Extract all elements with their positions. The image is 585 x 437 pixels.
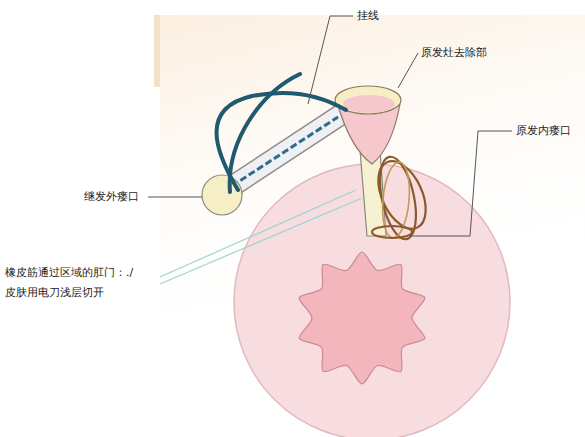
leader-lines bbox=[148, 16, 512, 236]
lumen bbox=[299, 252, 425, 384]
fistula-tract bbox=[222, 112, 345, 193]
lumen-outline bbox=[299, 252, 425, 384]
lesion-inner bbox=[343, 95, 395, 113]
seton-end bbox=[230, 74, 300, 192]
callout-label: 原发内瘘口 bbox=[516, 121, 571, 141]
seton bbox=[217, 93, 347, 190]
callout-label: 橡皮筋通过区域的肛门：./ 皮肤用电刀浅层切开 bbox=[5, 263, 155, 303]
callout-label: 继发外瘘口 bbox=[84, 187, 139, 207]
callout-label: 挂线 bbox=[357, 6, 379, 26]
rubber-band bbox=[369, 154, 436, 243]
fistula-tract-outline bbox=[222, 112, 345, 193]
external-opening bbox=[202, 175, 242, 215]
tract-dashed-line bbox=[232, 117, 338, 186]
callout-lines bbox=[160, 190, 362, 284]
background-strip bbox=[154, 15, 160, 87]
callout-label: 原发灶去除部 bbox=[421, 43, 487, 63]
